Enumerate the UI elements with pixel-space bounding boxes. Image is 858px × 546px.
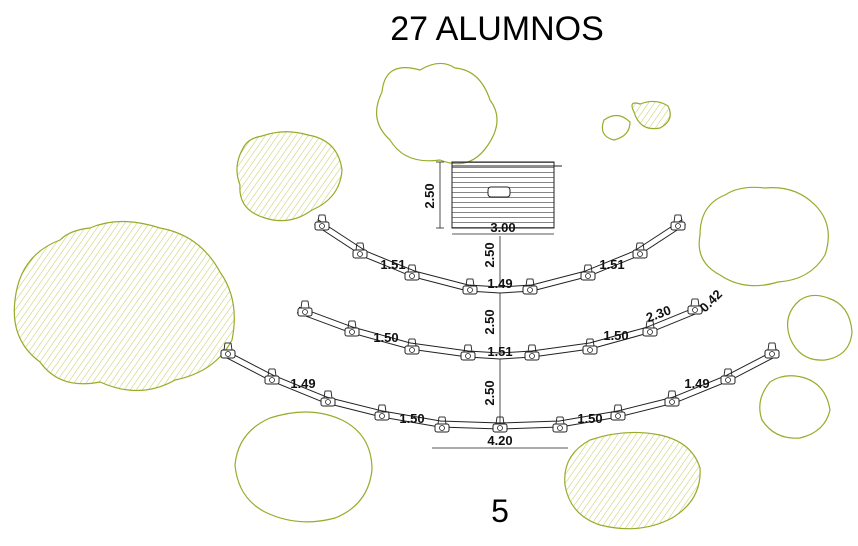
tree-icon xyxy=(698,186,829,287)
row2-center-label: 1.51 xyxy=(487,344,512,359)
desk-row-2 xyxy=(296,304,704,360)
row3-width-label: 4.20 xyxy=(487,433,512,448)
row-spacing-label: 2.50 xyxy=(482,380,497,405)
row3-left-label: 1.50 xyxy=(399,411,424,426)
row2-right-label: 1.50 xyxy=(603,328,628,343)
row3-outer-left-label: 1.49 xyxy=(290,376,315,391)
stage-platform xyxy=(436,161,562,235)
row2-left-label: 1.50 xyxy=(373,330,398,345)
tree-icon xyxy=(564,431,701,530)
row1-left-label: 1.51 xyxy=(380,257,405,272)
page-number: 5 xyxy=(491,493,509,529)
row-spacing-label: 2.50 xyxy=(482,309,497,334)
stage-height-label: 2.50 xyxy=(422,183,437,208)
tree-icon xyxy=(375,62,498,165)
tree-icon xyxy=(787,294,853,361)
row1-right-label: 1.51 xyxy=(599,257,624,272)
tree-icon xyxy=(759,375,831,439)
row3-outer-right-label: 1.49 xyxy=(684,376,709,391)
trees xyxy=(13,62,853,530)
desk-icon xyxy=(487,186,511,198)
row1-center-label: 1.49 xyxy=(487,276,512,291)
page-title: 27 ALUMNOS xyxy=(390,10,604,48)
row3-right-label: 1.50 xyxy=(577,411,602,426)
stage-width-label: 3.00 xyxy=(490,220,515,235)
tree-icon xyxy=(13,220,235,392)
tree-icon xyxy=(601,114,631,141)
tree-icon xyxy=(631,100,671,130)
tree-icon xyxy=(234,411,373,523)
tree-icon xyxy=(236,131,343,222)
row-spacing-label: 2.50 xyxy=(482,242,497,267)
desk-row-1 xyxy=(314,219,686,294)
